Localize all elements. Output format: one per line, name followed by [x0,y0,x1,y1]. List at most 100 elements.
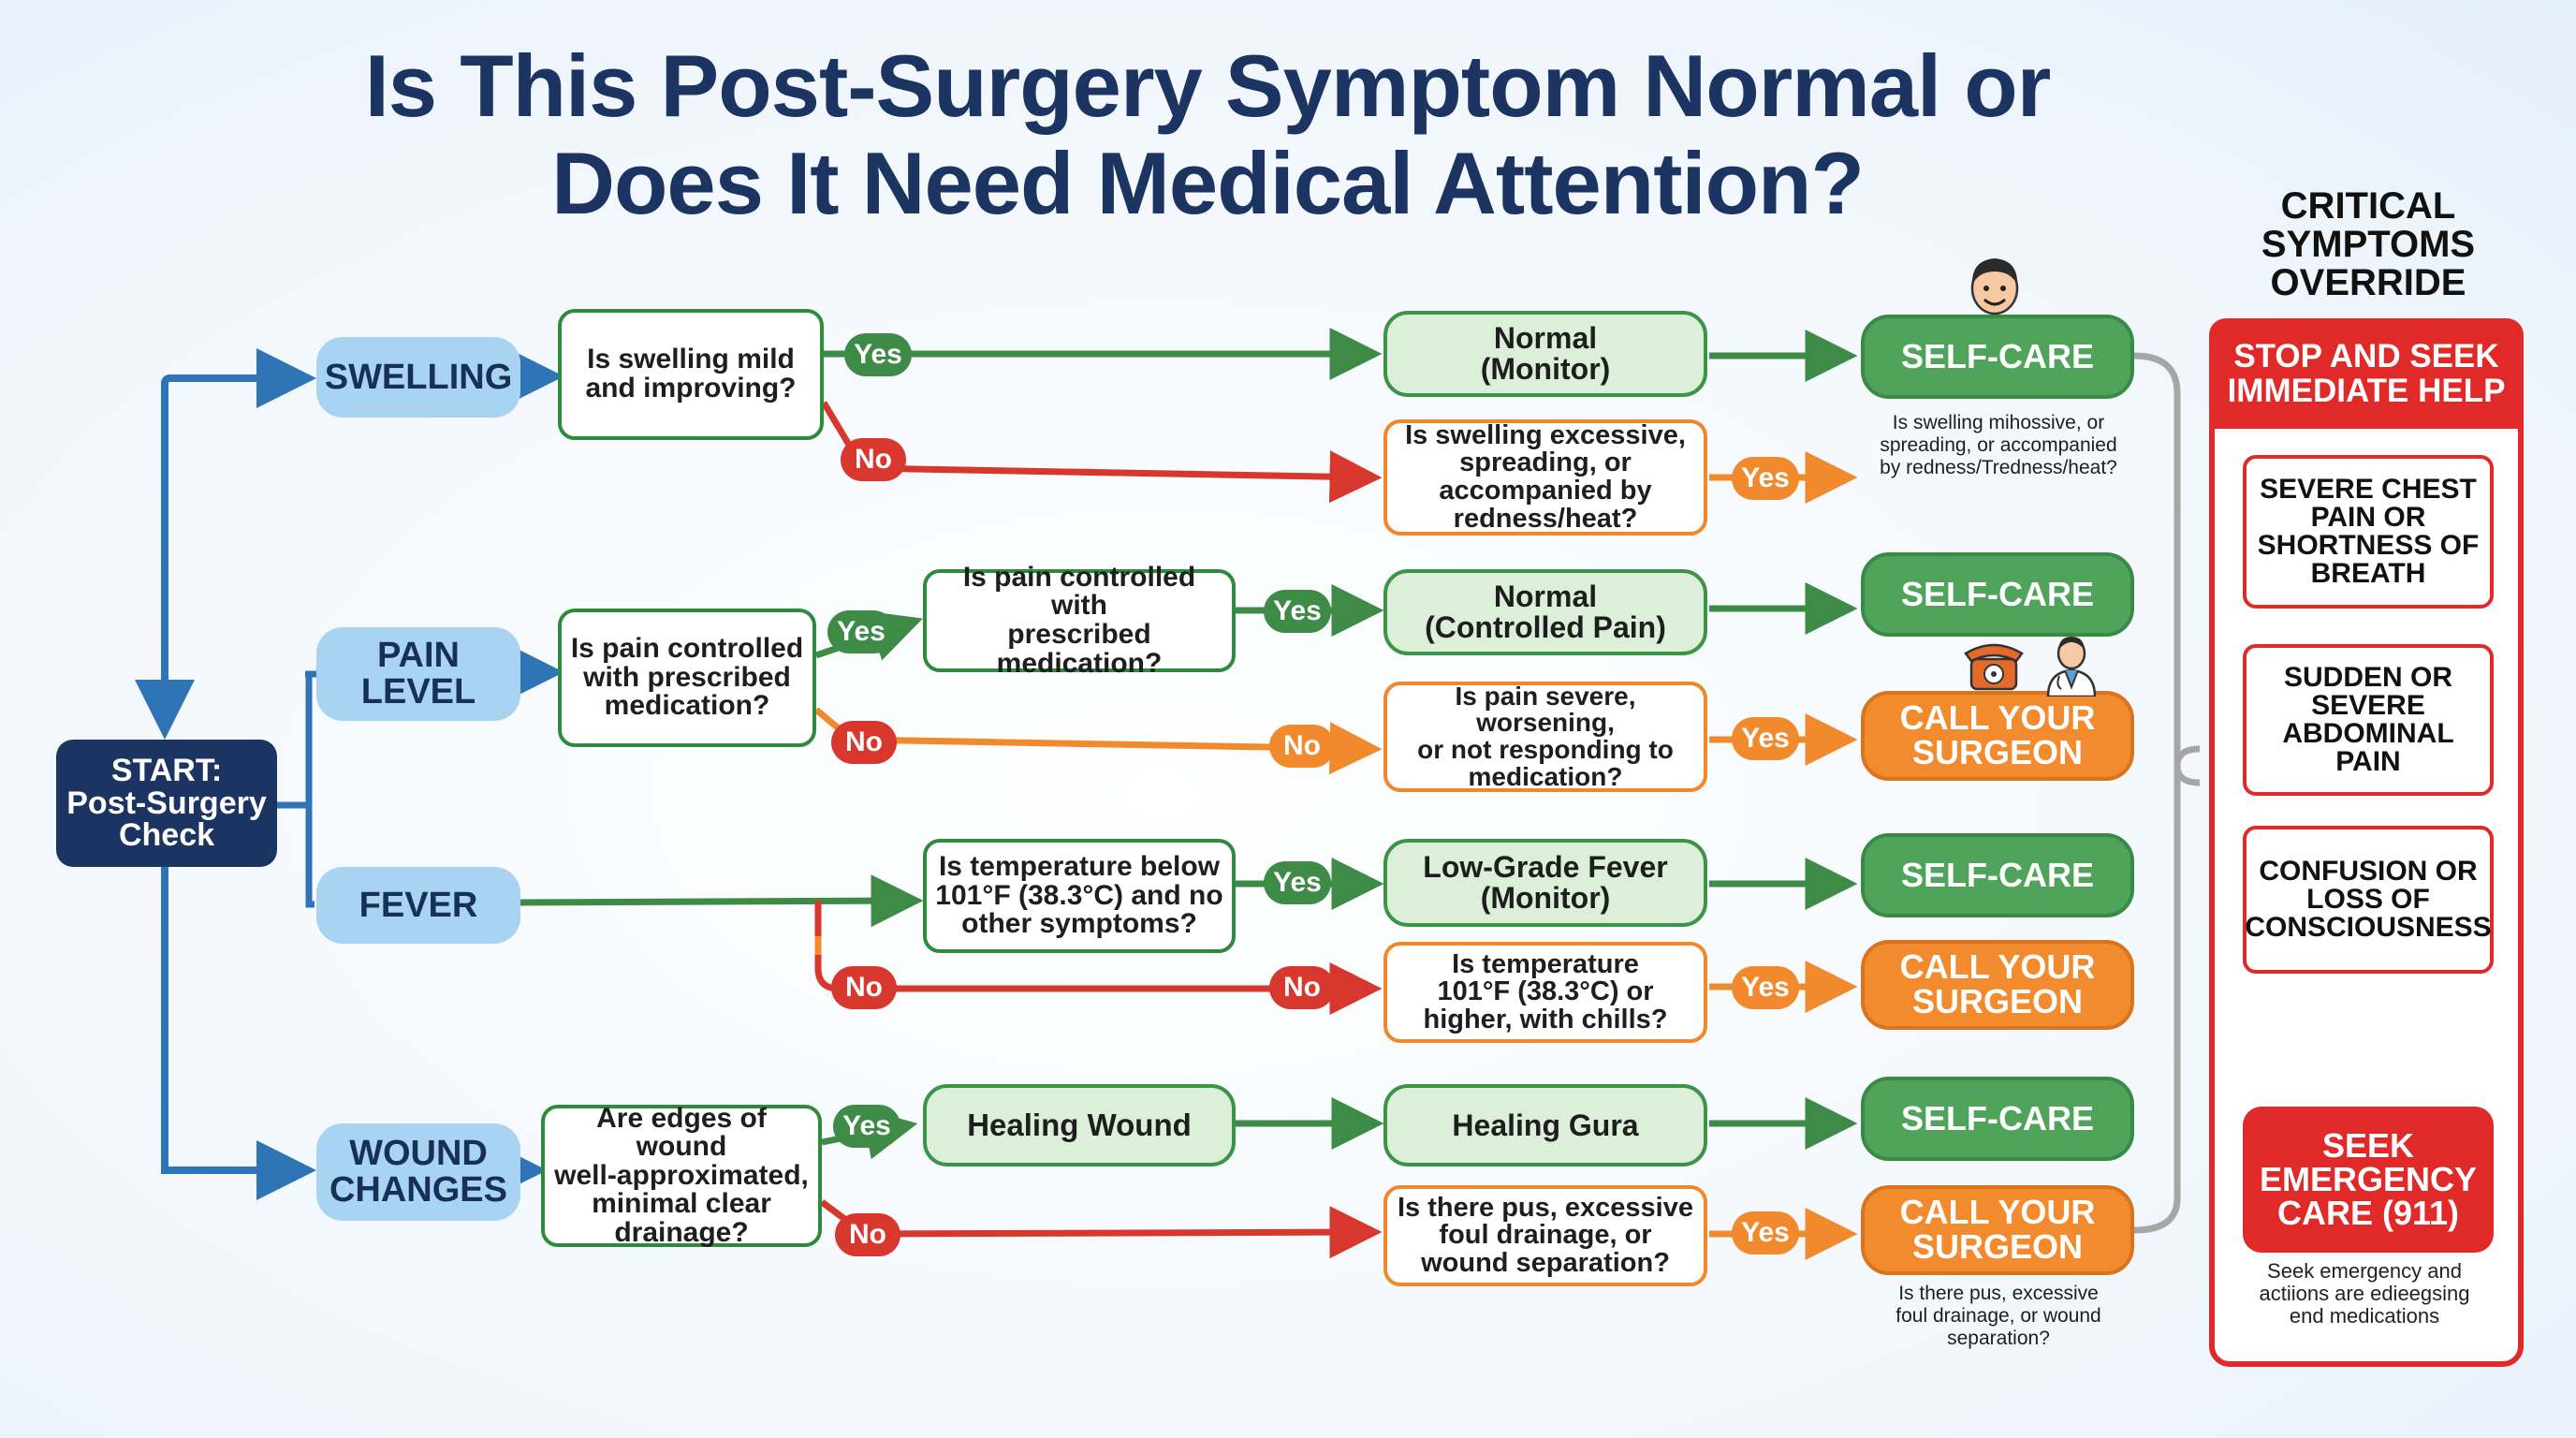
fever-question-below: Is temperature below 101°F (38.3°C) and … [923,839,1236,953]
page-title: Is This Post-Surgery Symptom Normal or D… [281,37,2134,232]
fever-call-line-2: SURGEON [1911,982,2084,1020]
fever-monitor-line-1: Low-Grade Fever [1423,850,1668,885]
wound-note-line-1: Is there pus, excessive [1898,1283,2099,1304]
wound-no-label: No [835,1213,900,1256]
category-wound-changes: WOUND CHANGES [316,1123,520,1221]
pain-no-label: No [831,721,897,764]
critical-panel-header: STOP AND SEEK IMMEDIATE HELP [2209,318,2524,429]
fever-q1-line-3: other symptoms? [961,908,1197,940]
swelling-question-mild: Is swelling mild and improving? [558,309,824,440]
fever-no-label-2: No [1269,966,1335,1009]
pain-yes-label-2: Yes [1264,590,1331,633]
fever-q1-line-1: Is temperature below [938,851,1221,883]
swelling-question-excessive: Is swelling excessive, spreading, or acc… [1383,419,1707,536]
fever-question-high: Is temperature 101°F (38.3°C) or higher,… [1383,942,1707,1043]
fever-q1-line-2: 101°F (38.3°C) and no [935,879,1223,911]
wound-note-line-2: foul drainage, or wound [1895,1305,2101,1327]
title-line-2: Does It Need Medical Attention? [551,134,1865,232]
wound-question-edges: Are edges of wound well-approximated, mi… [541,1102,822,1248]
critical-item-1-line-3: SHORTNESS OF [2257,530,2480,561]
fever-call-line-1: CALL YOUR [1899,947,2096,987]
category-swelling-label: SWELLING [324,357,513,397]
critical-item-confusion: CONFUSION OR LOSS OF CONSCIOUSNESS [2243,826,2494,974]
emergency-note: Seek emergency and actiions are edieegsi… [2224,1260,2505,1328]
fever-q2-line-3: higher, with chills? [1423,1004,1668,1034]
swelling-yes-label: Yes [844,333,912,376]
swelling-yes-label-2: Yes [1732,457,1799,500]
emergency-line-1: SEEK [2321,1126,2415,1165]
title-line-1: Is This Post-Surgery Symptom Normal or [364,37,2052,135]
fever-call-surgeon: CALL YOUR SURGEON [1861,940,2134,1030]
wound-yes-label-2: Yes [1732,1211,1799,1255]
doctor-icon [2046,637,2097,697]
wound-q2-line-2: foul drainage, or [1439,1220,1652,1251]
fever-no-label: No [831,966,897,1009]
swelling-self-care: SELF-CARE [1861,315,2134,399]
pain-call-line-2: SURGEON [1911,733,2084,771]
critical-header-line-2: IMMEDIATE HELP [2227,373,2506,409]
telephone-icon [1964,643,2024,691]
swelling-q2-line-1: Is swelling excessive, [1405,419,1686,450]
pain-q2-line-1: Is pain controlled with [962,561,1196,622]
wound-call-line-2: SURGEON [1911,1227,2084,1266]
category-pain-line-2: LEVEL [360,672,476,712]
critical-item-3-line-3: CONSCIOUSNESS [2245,912,2492,943]
start-line-3: Check [118,817,215,854]
pain-yes-label-3: Yes [1732,717,1799,760]
category-fever-label: FEVER [359,885,478,925]
critical-item-abdominal-pain: SUDDEN OR SEVERE ABDOMINAL PAIN [2243,644,2494,796]
pain-no-label-2: No [1269,725,1335,768]
swelling-note-line-1: Is swelling mihossive, or [1892,412,2105,433]
pain-yes-label: Yes [827,610,895,653]
swelling-q1-line-1: Is swelling mild [587,344,795,375]
swelling-monitor-line-1: Normal [1493,321,1598,356]
fever-q2-line-2: 101°F (38.3°C) or [1437,976,1654,1007]
fever-yes-label: Yes [1264,861,1331,904]
pain-q3-line-2: or not responding to [1417,735,1674,764]
pain-question-controlled: Is pain controlled with prescribed medic… [558,609,816,747]
pain-monitor-line-2: (Controlled Pain) [1425,610,1666,644]
swelling-q2-line-3: accompanied by [1439,476,1652,506]
pain-question-prescribed: Is pain controlled with prescribed medic… [923,563,1236,677]
pain-q1-line-1: Is pain controlled [570,633,804,665]
critical-item-1-line-1: SEVERE CHEST [2260,474,2477,505]
critical-item-2-line-4: PAIN [2335,746,2401,777]
fever-monitor-line-2: (Monitor) [1480,881,1611,915]
wound-q1-line-1: Are edges of wound [596,1102,767,1163]
critical-symptoms-title: CRITICAL SYMPTOMS OVERRIDE [2209,187,2527,302]
critical-title-line-1: CRITICAL [2280,185,2456,227]
pain-q3-line-3: medication? [1468,761,1623,791]
wound-q2-line-1: Is there pus, excessive [1398,1192,1693,1223]
pain-question-severe: Is pain severe, worsening, or not respon… [1383,682,1707,792]
fever-yes-label-2: Yes [1732,966,1799,1009]
wound-call-line-1: CALL YOUR [1899,1193,2096,1232]
critical-item-1-line-4: BREATH [2310,558,2426,589]
pain-call-line-1: CALL YOUR [1899,698,2096,738]
pain-normal-controlled: Normal (Controlled Pain) [1383,569,1707,655]
wound-q1-line-4: drainage? [614,1216,749,1248]
critical-item-3-line-1: CONFUSION OR [2259,856,2478,887]
wound-q1-line-2: well-approximated, [554,1159,809,1191]
start-line-2: Post-Surgery [66,785,267,821]
swelling-note-line-3: by redness/Tredness/heat? [1880,457,2117,478]
critical-item-2-line-3: ABDOMINAL [2282,718,2454,749]
fever-self-care: SELF-CARE [1861,833,2134,917]
pain-q3-line-1: Is pain severe, worsening, [1455,681,1636,738]
pain-q2-line-3: medication? [996,647,1163,679]
start-node: START: Post-Surgery Check [56,740,277,867]
swelling-note-line-2: spreading, or accompanied [1880,434,2117,456]
category-pain-line-1: PAIN [377,636,460,676]
pain-q1-line-3: medication? [604,690,770,722]
category-swelling: SWELLING [316,337,520,418]
critical-title-line-3: OVERRIDE [2270,262,2466,303]
wound-yes-label: Yes [833,1105,900,1148]
wound-healing-node: Healing Wound [923,1084,1236,1167]
wound-q2-line-3: wound separation? [1421,1247,1670,1278]
swelling-q1-line-2: and improving? [585,373,797,404]
emergency-note-line-2: actiions are edieegsing [2259,1282,2470,1305]
emergency-note-line-1: Seek emergency and [2267,1259,2462,1283]
person-face-icon [1970,258,2019,315]
pain-q2-line-2: prescribed [1007,619,1151,650]
swelling-no-label: No [841,438,906,481]
